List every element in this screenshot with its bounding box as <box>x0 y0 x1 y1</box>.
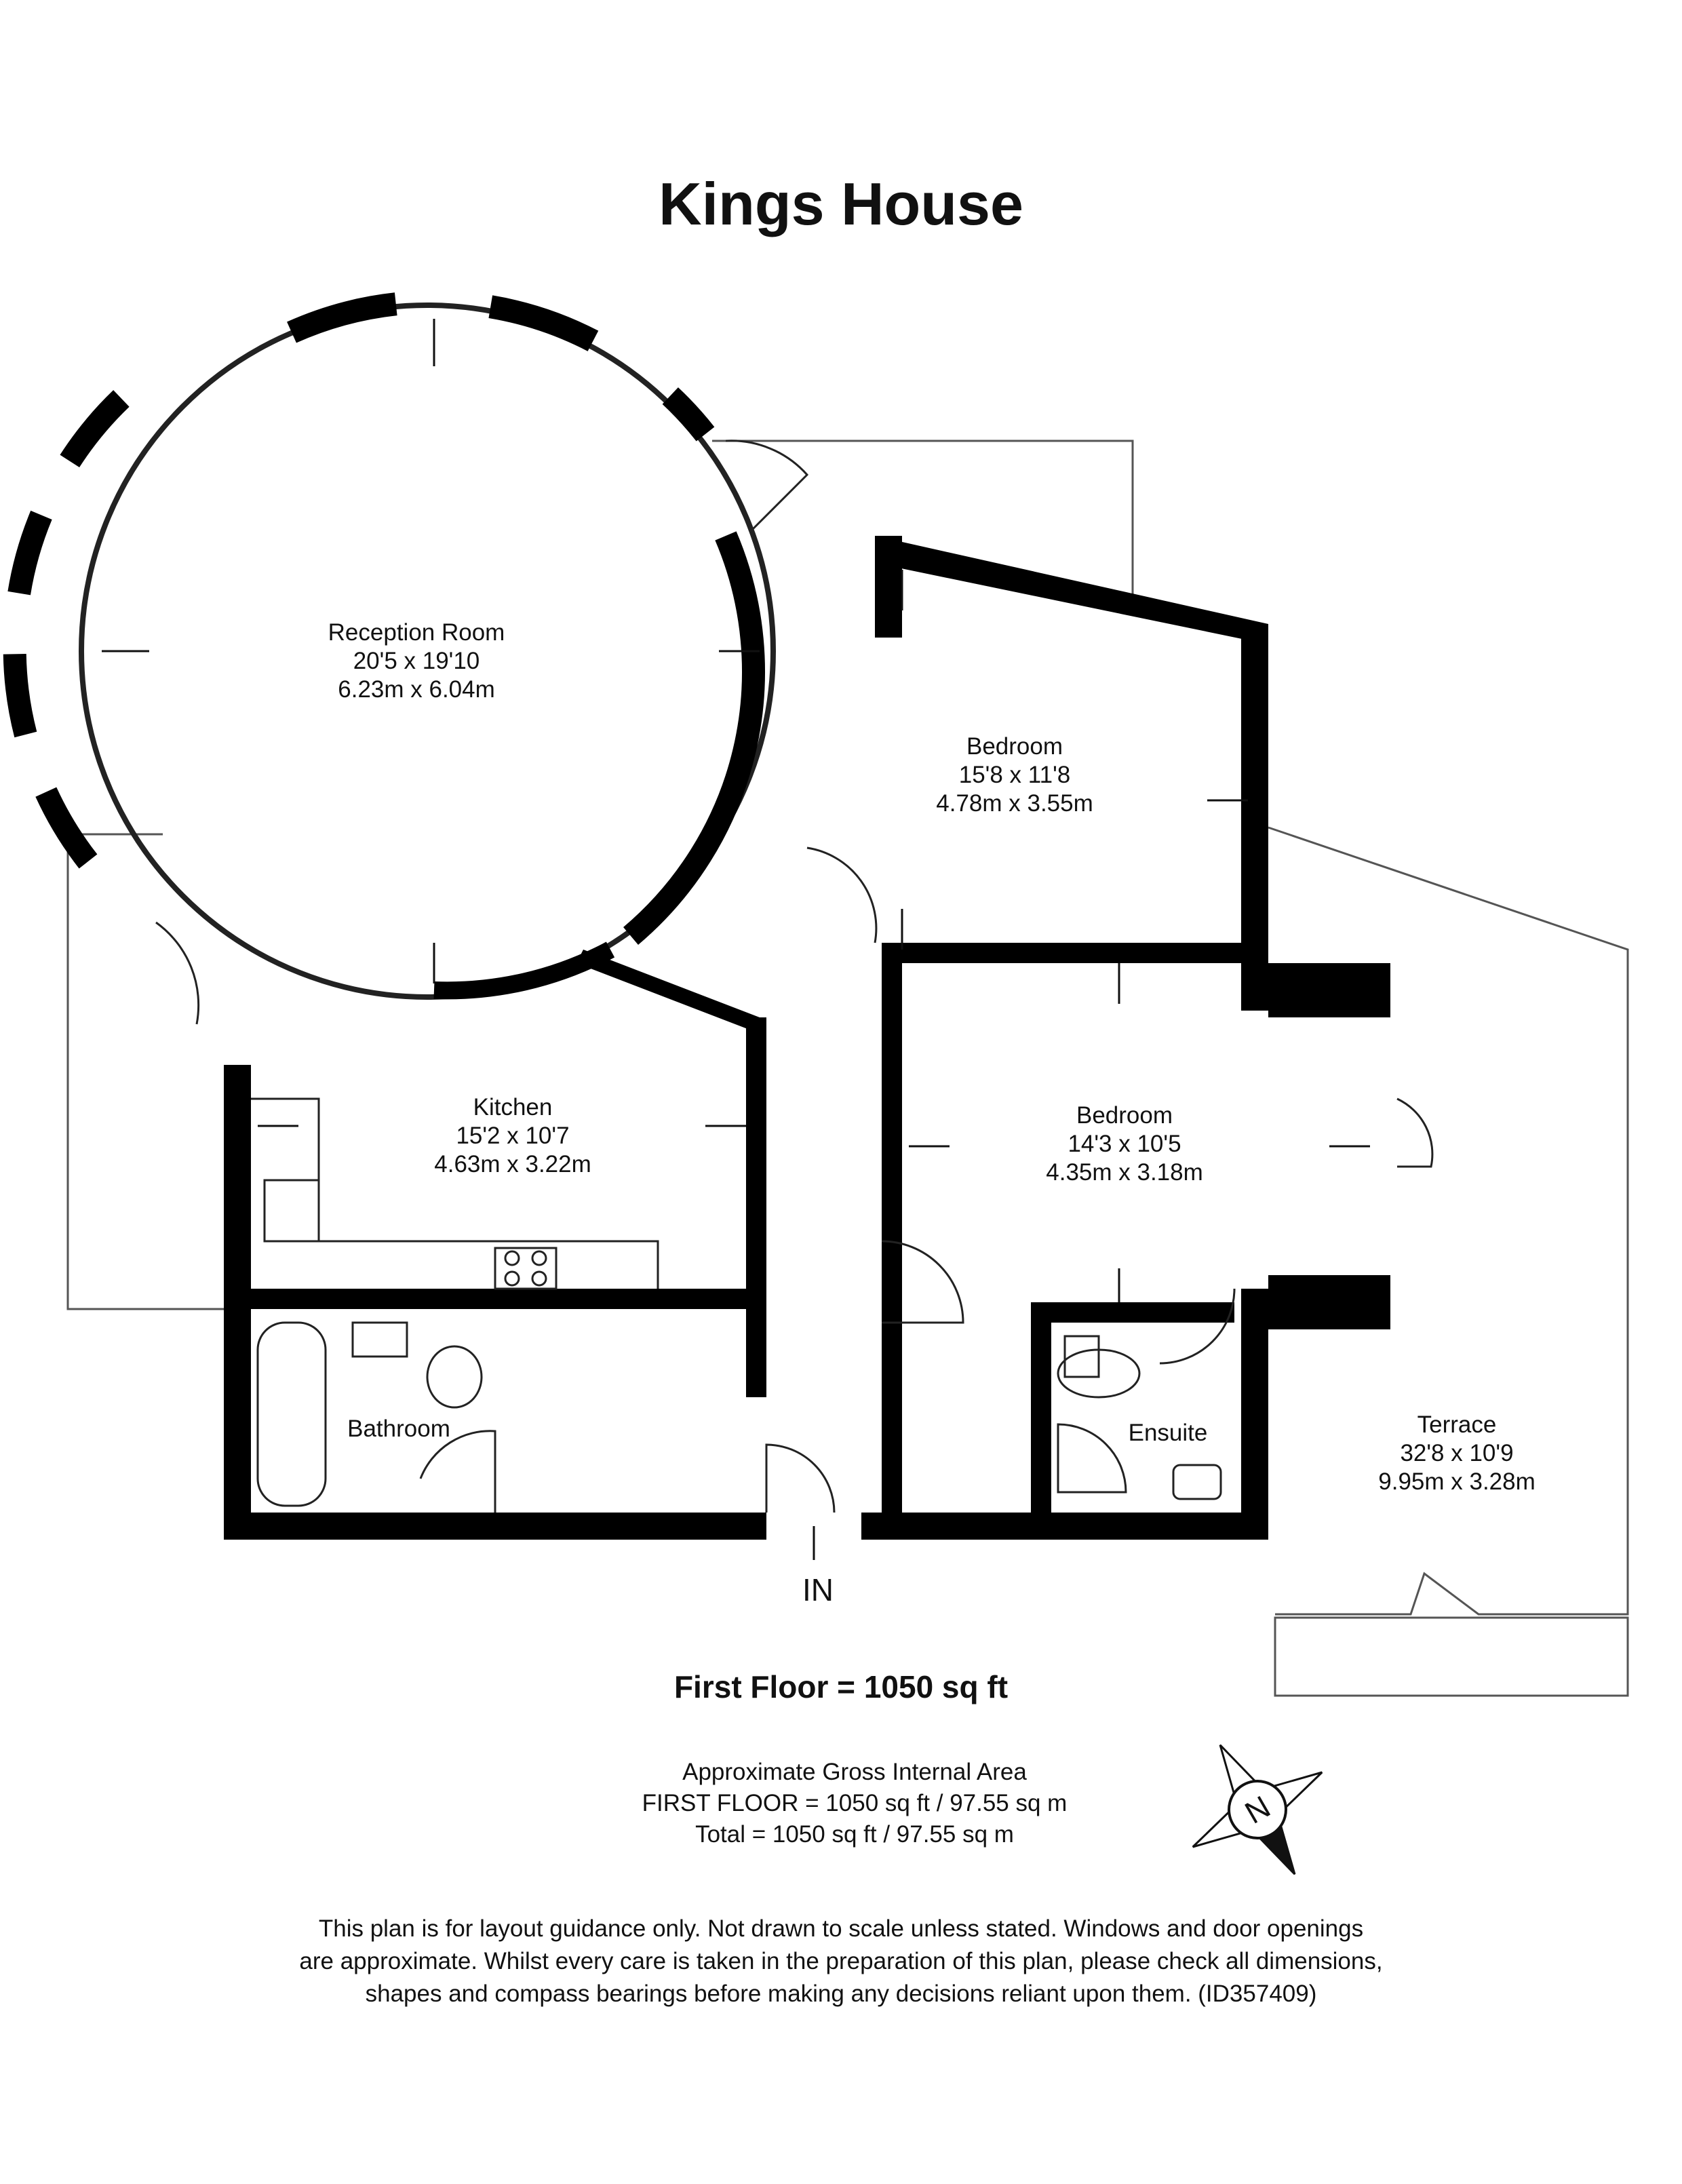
kitchen-counter <box>251 1097 659 1290</box>
dimension-arrows <box>102 319 1370 1560</box>
room-name: Reception Room <box>328 619 505 646</box>
gross-area-first-floor: FIRST FLOOR = 1050 sq ft / 97.55 sq m <box>642 1790 1068 1816</box>
terrace-outline <box>1268 826 1629 1616</box>
gross-area-block: Approximate Gross Internal Area FIRST FL… <box>475 1757 1234 1850</box>
room-name: Terrace <box>1417 1411 1497 1438</box>
walls <box>224 536 1390 1540</box>
bathroom-fixtures <box>256 1321 1222 1507</box>
terrace-lower-outline <box>1274 1616 1629 1697</box>
compass-icon: N <box>1192 1744 1323 1875</box>
disclaimer-line: This plan is for layout guidance only. N… <box>318 1915 1364 1942</box>
floor-area: First Floor = 1050 sq ft <box>673 1669 1009 1704</box>
balcony-left-outline <box>66 833 224 1310</box>
room-name: Ensuite <box>1129 1420 1208 1446</box>
room-imperial: 14'3 x 10'5 <box>1068 1131 1181 1157</box>
room-name: Bedroom <box>1076 1102 1173 1129</box>
disclaimer-line: are approximate. Whilst every care is ta… <box>299 1948 1383 1974</box>
gross-area-total: Total = 1050 sq ft / 97.55 sq m <box>695 1821 1014 1848</box>
plan-title: Kings House <box>659 170 1023 237</box>
room-imperial: 15'8 x 11'8 <box>959 762 1071 788</box>
room-metric: 4.35m x 3.18m <box>1046 1159 1203 1186</box>
room-metric: 9.95m x 3.28m <box>1378 1468 1536 1495</box>
entrance-label: IN <box>802 1572 834 1607</box>
balcony-outline <box>712 440 1134 597</box>
doors <box>155 440 1434 1513</box>
reception-wall <box>3 290 776 1000</box>
room-metric: 4.78m x 3.55m <box>936 790 1093 817</box>
disclaimer: This plan is for layout guidance only. N… <box>136 1913 1546 2010</box>
gross-area-heading: Approximate Gross Internal Area <box>682 1759 1027 1785</box>
room-imperial: 20'5 x 19'10 <box>353 648 480 674</box>
room-name: Bathroom <box>347 1416 450 1442</box>
room-name: Bedroom <box>966 733 1063 760</box>
room-labels: Reception Room 20'5 x 19'10 6.23m x 6.04… <box>328 619 1536 1607</box>
room-metric: 4.63m x 3.22m <box>434 1151 591 1177</box>
room-metric: 6.23m x 6.04m <box>338 676 495 703</box>
disclaimer-line: shapes and compass bearings before makin… <box>365 1981 1317 2007</box>
room-imperial: 32'8 x 10'9 <box>1400 1440 1513 1466</box>
room-imperial: 15'2 x 10'7 <box>456 1123 569 1149</box>
room-name: Kitchen <box>473 1094 553 1120</box>
